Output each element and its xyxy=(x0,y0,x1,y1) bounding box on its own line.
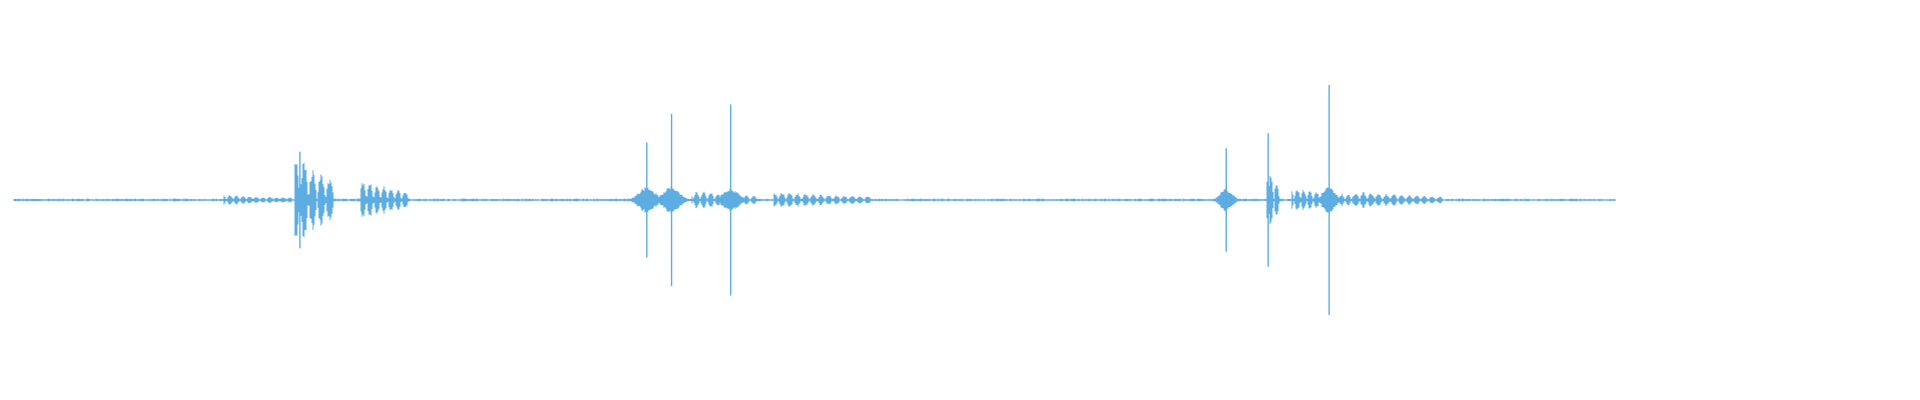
waveform-samples xyxy=(13,85,1616,315)
